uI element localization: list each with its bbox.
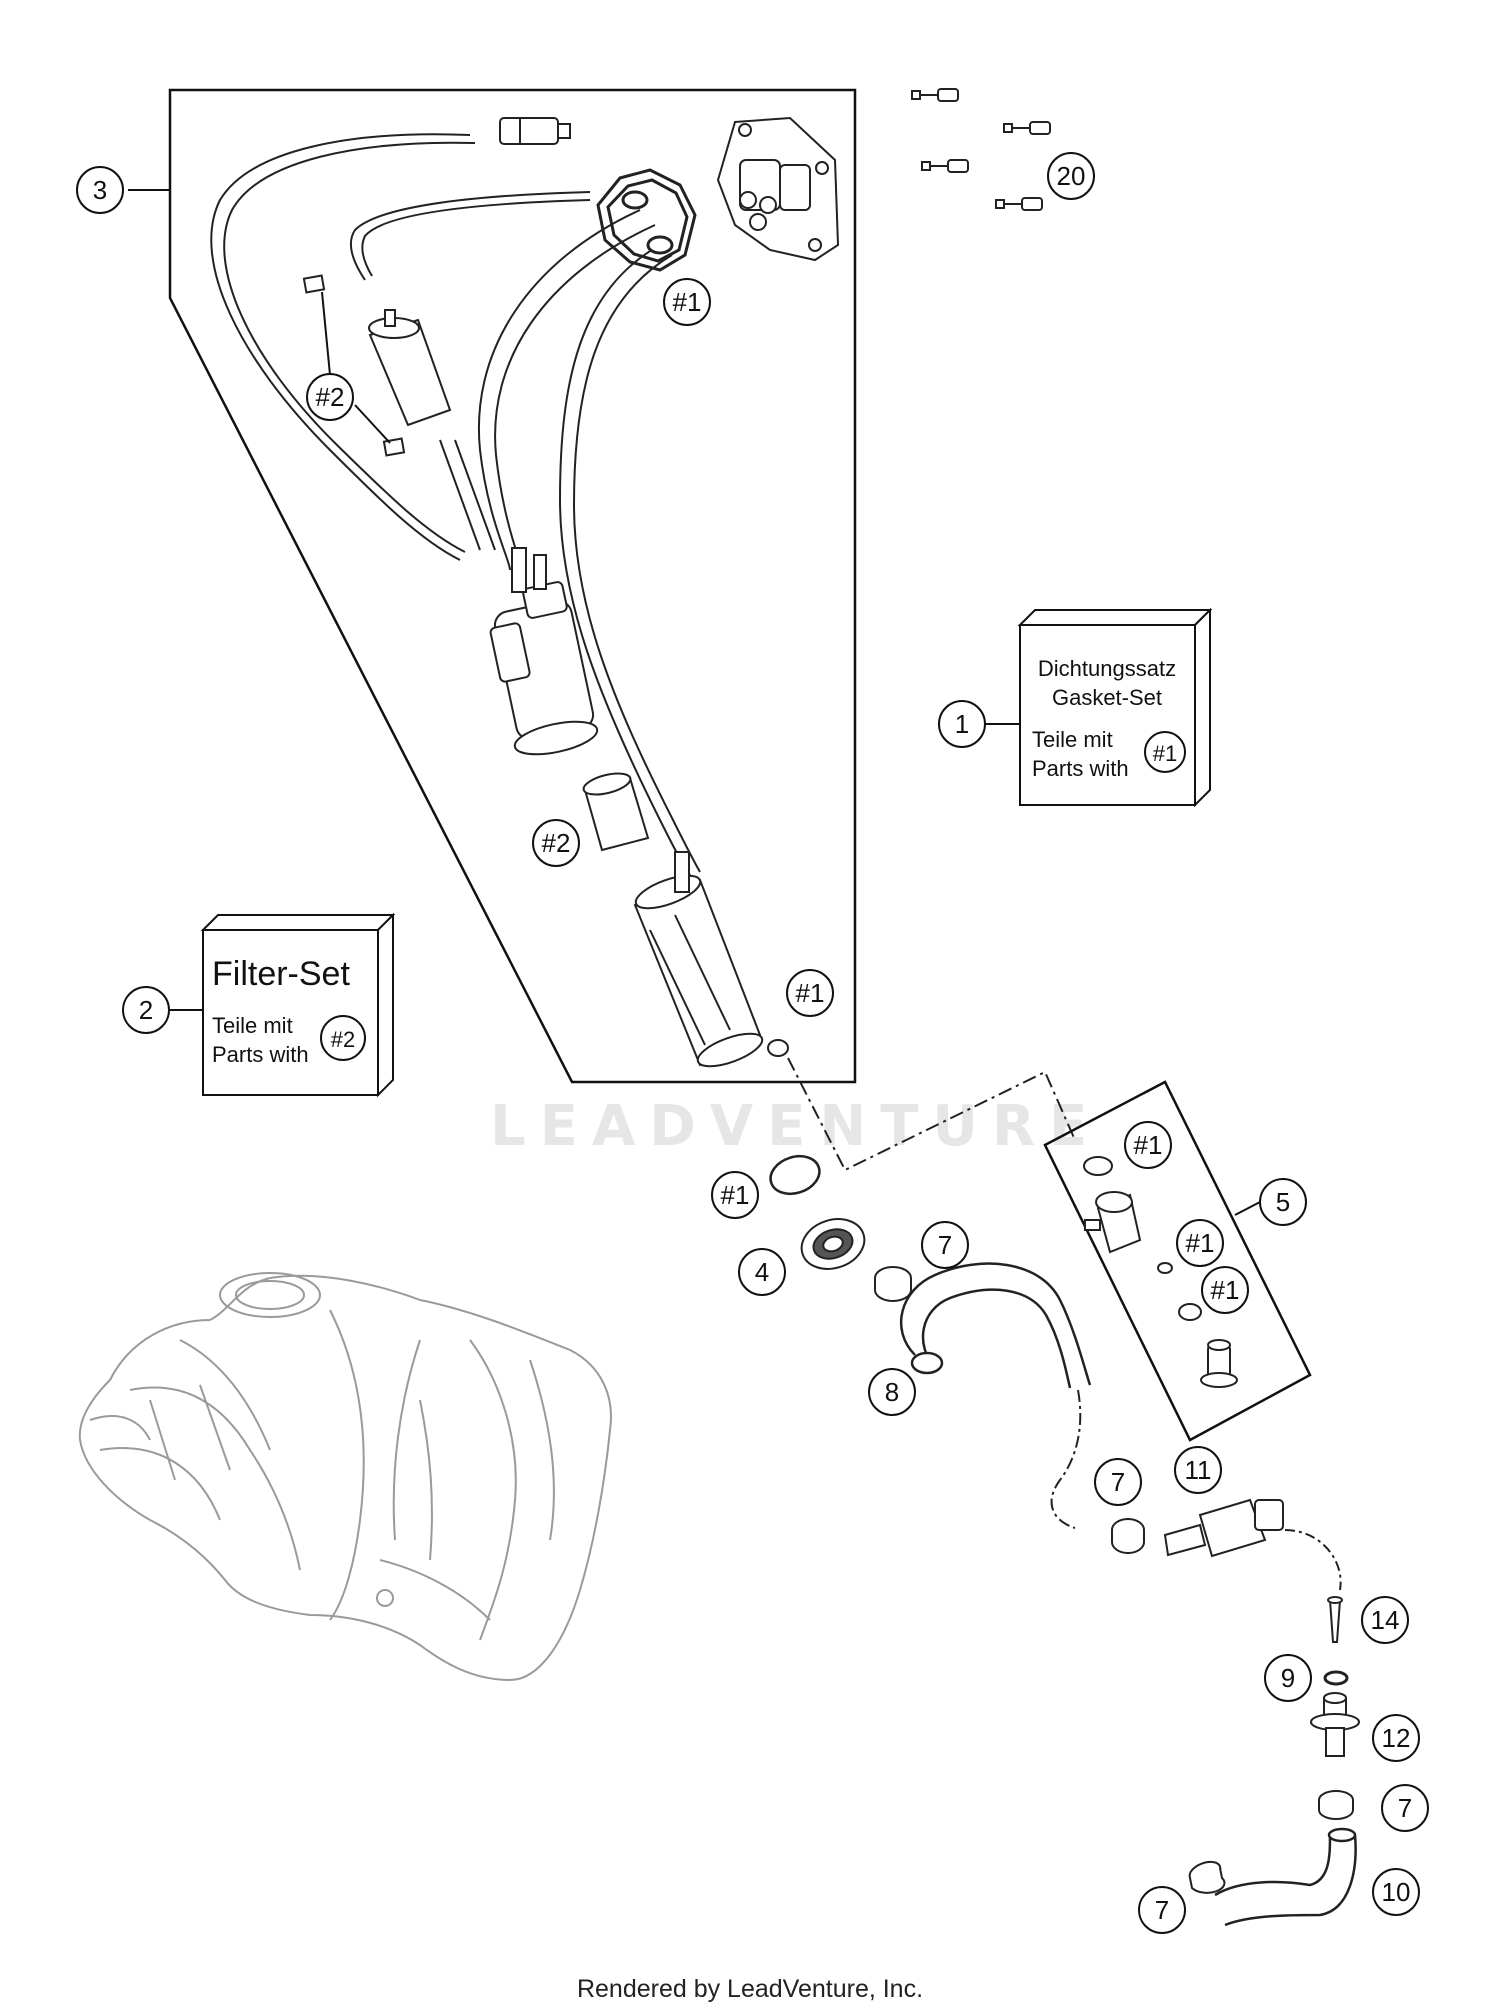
callout-7-mid: 7 <box>1094 1458 1142 1506</box>
callout-7-low: 7 <box>1381 1784 1429 1832</box>
fuel-hose-10 <box>1214 1827 1357 1927</box>
svg-text:9: 9 <box>1281 1663 1295 1693</box>
callout-hash1-oring: #1 <box>786 969 834 1017</box>
callout-9: 9 <box>1264 1654 1312 1702</box>
svg-text:7: 7 <box>1155 1895 1169 1925</box>
o-ring-9 <box>1323 1670 1349 1686</box>
callout-20: 20 <box>1047 152 1095 200</box>
svg-text:7: 7 <box>938 1230 952 1260</box>
svg-text:10: 10 <box>1382 1877 1411 1907</box>
bolts <box>911 88 1051 211</box>
callout-hash1-left: #1 <box>711 1171 759 1219</box>
svg-text:#1: #1 <box>721 1180 750 1210</box>
callout-10: 10 <box>1372 1868 1420 1916</box>
pump-flange <box>716 116 840 262</box>
callout-4: 4 <box>738 1248 786 1296</box>
fuel-hose-8 <box>899 1262 1092 1529</box>
leader-hash2-top <box>321 291 391 444</box>
hose-clamp-a <box>874 1266 912 1302</box>
hose-clamp-c <box>1318 1790 1354 1820</box>
electrical-connector <box>499 117 571 145</box>
svg-text:#2: #2 <box>316 382 345 412</box>
pump-assembly-outline <box>168 88 857 1084</box>
svg-text:#1: #1 <box>796 978 825 1008</box>
filter-set-box <box>200 912 396 1098</box>
gasket-set-line1: Dichtungssatz <box>1038 656 1176 681</box>
nipple-12 <box>1310 1692 1360 1757</box>
callout-11: 11 <box>1174 1446 1222 1494</box>
gasket-set-ref-circle <box>1144 731 1186 773</box>
o-ring-pump-outlet <box>767 1039 789 1057</box>
filter-set-teile: Teile mit <box>212 1013 293 1038</box>
filter-set-title: Filter-Set <box>212 955 350 993</box>
callout-2: 2 <box>122 986 170 1034</box>
callout-hash1-group5-mid: #1 <box>1176 1219 1224 1267</box>
svg-text:2: 2 <box>139 995 153 1025</box>
callout-hash1-group5-low: #1 <box>1201 1266 1249 1314</box>
hose-clamp-d <box>1188 1860 1226 1894</box>
callout-12: 12 <box>1372 1714 1420 1762</box>
svg-text:#1: #1 <box>673 287 702 317</box>
fuel-tank <box>78 1272 612 1682</box>
gasket-set-parts: Parts with <box>1032 756 1129 781</box>
svg-text:5: 5 <box>1276 1187 1290 1217</box>
svg-text:11: 11 <box>1185 1455 1212 1485</box>
svg-text:7: 7 <box>1398 1793 1412 1823</box>
callout-1: 1 <box>938 700 986 748</box>
gasket-set-ref: #1 <box>1153 741 1177 766</box>
callout-14: 14 <box>1361 1596 1409 1644</box>
pump-filter-sleeve <box>582 772 650 852</box>
svg-text:#2: #2 <box>542 828 571 858</box>
svg-text:#1: #1 <box>1134 1130 1163 1160</box>
fuel-pump-hoses <box>210 133 701 876</box>
coupling-nipple <box>1200 1339 1238 1388</box>
routing-dashed-line-2 <box>1284 1529 1342 1591</box>
callout-hash2-filter: #2 <box>306 373 354 421</box>
o-ring-5a <box>1083 1156 1113 1176</box>
o-ring-5b <box>1157 1262 1173 1274</box>
quick-coupler-11 <box>1163 1498 1284 1558</box>
routing-dashed-line <box>787 1057 1076 1172</box>
callout-hash1-group5-top: #1 <box>1124 1121 1172 1169</box>
gasket-set-line2: Gasket-Set <box>1052 685 1162 710</box>
svg-text:1: 1 <box>955 709 969 739</box>
svg-text:4: 4 <box>755 1257 769 1287</box>
pin-14 <box>1327 1596 1343 1643</box>
filter-set-ref-circle <box>320 1015 366 1061</box>
svg-text:3: 3 <box>93 175 107 205</box>
hose-clamp-b <box>1111 1518 1145 1554</box>
leader-5 <box>1234 1201 1261 1216</box>
svg-text:14: 14 <box>1371 1605 1400 1635</box>
fuel-pump <box>489 547 599 756</box>
svg-text:20: 20 <box>1057 161 1086 191</box>
gasket-set-box <box>1017 607 1213 808</box>
callout-5: 5 <box>1259 1178 1307 1226</box>
callout-3: 3 <box>76 166 124 214</box>
o-ring-1 <box>769 1154 821 1196</box>
callout-8: 8 <box>868 1368 916 1416</box>
svg-text:8: 8 <box>885 1377 899 1407</box>
gasket-set-teile: Teile mit <box>1032 727 1113 752</box>
callout-hash1-seal: #1 <box>663 278 711 326</box>
o-ring-5c <box>1178 1303 1202 1321</box>
svg-text:#1: #1 <box>1211 1275 1240 1305</box>
callout-7-bottom: 7 <box>1138 1886 1186 1934</box>
svg-text:#1: #1 <box>1186 1228 1215 1258</box>
callout-7-top: 7 <box>921 1221 969 1269</box>
svg-text:12: 12 <box>1382 1723 1411 1753</box>
svg-text:7: 7 <box>1111 1467 1125 1497</box>
filter-set-parts: Parts with <box>212 1042 309 1067</box>
footer-credit: Rendered by LeadVenture, Inc. <box>576 1975 924 2003</box>
pump-flange-seal <box>596 168 697 272</box>
quick-coupling-set-outline <box>1043 1080 1312 1442</box>
callout-hash2-sleeve: #2 <box>532 819 580 867</box>
watermark: LEADVENTURE <box>490 1094 1101 1159</box>
inline-fuel-filter <box>302 274 452 457</box>
coupling-body <box>1084 1191 1142 1254</box>
filter-set-ref: #2 <box>331 1027 355 1052</box>
grommet-4 <box>800 1218 866 1270</box>
pump-housing <box>633 851 764 1068</box>
